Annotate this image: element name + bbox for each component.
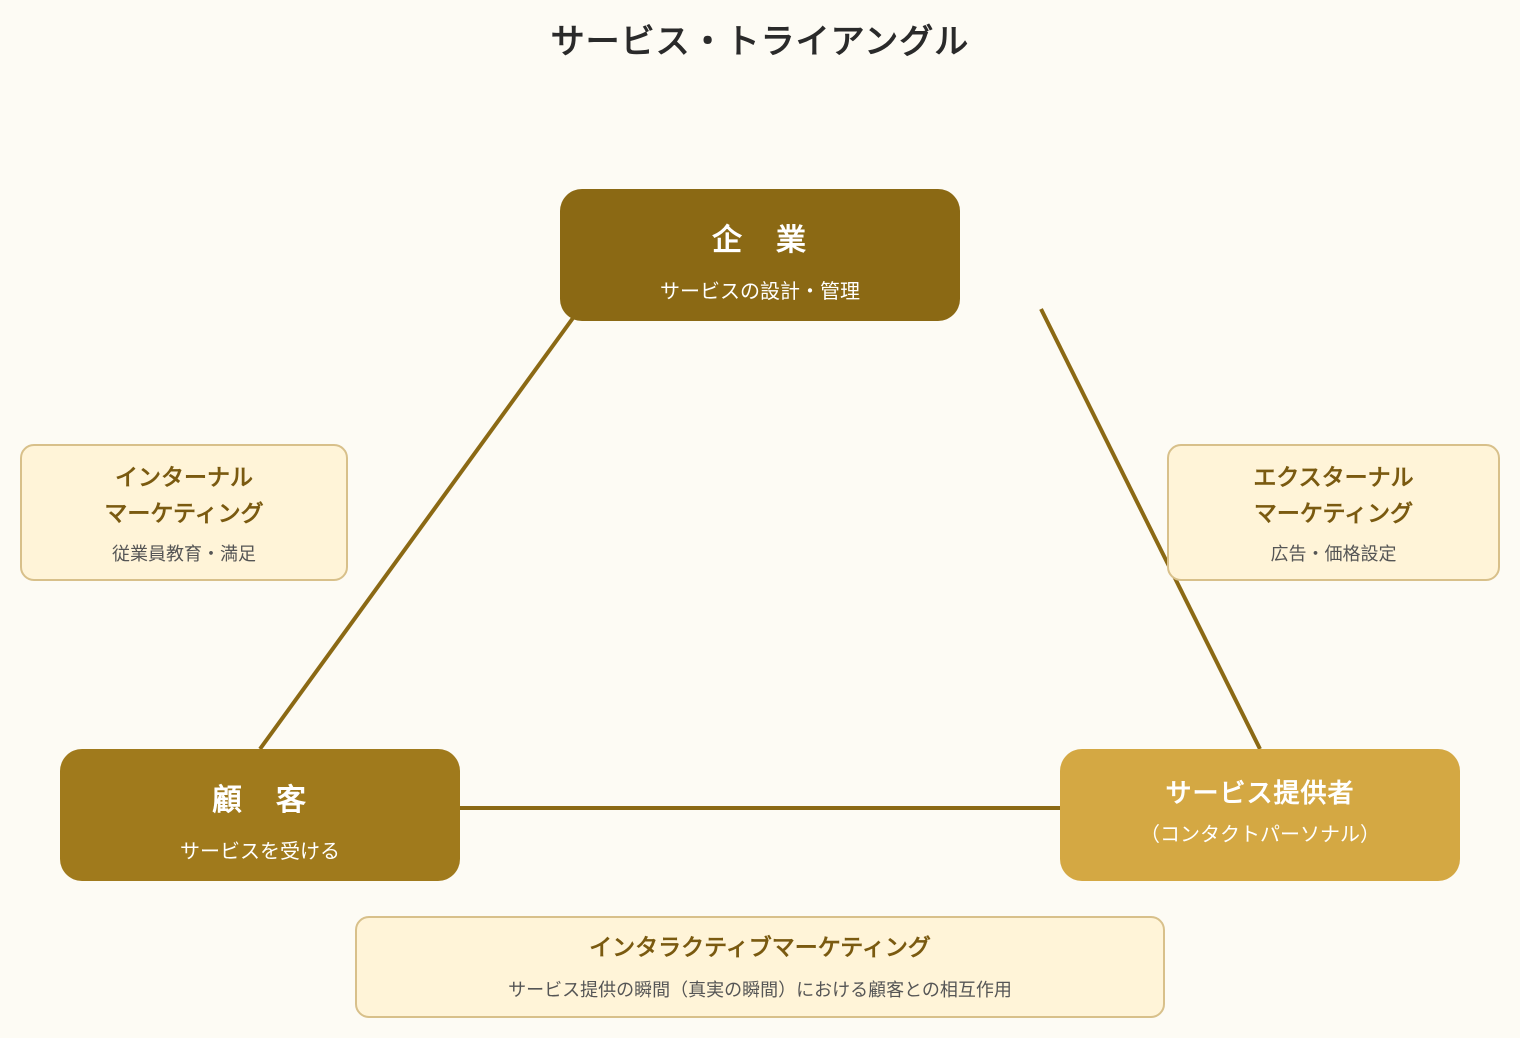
provider-node: サービス提供者 （コンタクトパーソナル） bbox=[1060, 749, 1460, 881]
company-label: 企 業 bbox=[712, 223, 808, 258]
interactive-marketing-box: インタラクティブマーケティング サービス提供の瞬間（真実の瞬間）における顧客との… bbox=[355, 916, 1165, 1018]
external-marketing-title: エクスターナル マーケティング bbox=[1169, 460, 1498, 532]
internal-marketing-desc: 従業員教育・満足 bbox=[112, 544, 256, 565]
customer-sub: サービスを受ける bbox=[180, 839, 340, 863]
customer-node: 顧 客 サービスを受ける bbox=[60, 749, 460, 881]
interactive-marketing-desc: サービス提供の瞬間（真実の瞬間）における顧客との相互作用 bbox=[508, 980, 1012, 1001]
company-sub: サービスの設計・管理 bbox=[660, 279, 860, 303]
interactive-marketing-title: インタラクティブマーケティング bbox=[589, 935, 931, 961]
customer-label: 顧 客 bbox=[212, 783, 308, 818]
external-marketing-title-line1: エクスターナル bbox=[1253, 465, 1414, 491]
internal-marketing-box: インターナル マーケティング 従業員教育・満足 bbox=[20, 444, 348, 581]
internal-marketing-title-line2: マーケティング bbox=[104, 501, 264, 527]
company-node: 企 業 サービスの設計・管理 bbox=[560, 189, 960, 321]
diagram-title: サービス・トライアングル bbox=[550, 22, 970, 62]
provider-label: サービス提供者 bbox=[1165, 779, 1355, 809]
external-marketing-desc: 広告・価格設定 bbox=[1270, 544, 1397, 565]
provider-sub: （コンタクトパーソナル） bbox=[1140, 822, 1380, 846]
external-marketing-box: エクスターナル マーケティング 広告・価格設定 bbox=[1167, 444, 1500, 581]
external-marketing-title-line2: マーケティング bbox=[1253, 501, 1414, 527]
internal-marketing-title-line1: インターナル bbox=[115, 465, 253, 491]
line-company-provider bbox=[1039, 308, 1262, 750]
internal-marketing-title: インターナル マーケティング bbox=[22, 460, 346, 532]
line-company-customer bbox=[258, 316, 575, 751]
